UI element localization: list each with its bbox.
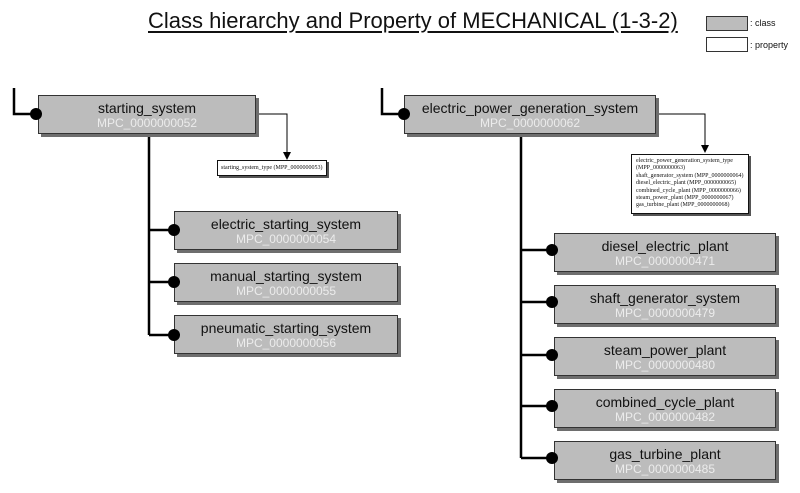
class-name: gas_turbine_plant xyxy=(609,446,721,462)
property-box-electric-power-generation-system: electric_power_generation_system_type (M… xyxy=(631,154,749,214)
left-root-bracket xyxy=(12,88,36,116)
class-box-electric-power-generation-system: electric_power_generation_system MPC_000… xyxy=(404,95,656,134)
diagram-title: Class hierarchy and Property of MECHANIC… xyxy=(148,8,678,33)
class-box-pneumatic-starting-system: pneumatic_starting_system MPC_0000000056 xyxy=(174,315,398,354)
node-dot xyxy=(546,452,558,464)
node-dot xyxy=(546,296,558,308)
property-item: starting_system_type (MPP_0000000053) xyxy=(221,165,323,171)
class-code: MPC_0000000482 xyxy=(614,410,716,424)
property-item: steam_power_plant (MPP_0000000067) xyxy=(636,195,734,202)
property-item: gas_turbine_plant (MPP_0000000068) xyxy=(636,202,730,209)
class-box-electric-starting-system: electric_starting_system MPC_0000000054 xyxy=(174,211,398,250)
right-arrowhead xyxy=(701,145,709,153)
right-property-arrow xyxy=(655,113,706,147)
class-name: starting_system xyxy=(97,100,197,116)
legend-property-swatch xyxy=(706,37,748,52)
class-name: electric_starting_system xyxy=(210,216,362,232)
class-box-gas-turbine-plant: gas_turbine_plant MPC_0000000485 xyxy=(554,441,776,480)
node-dot xyxy=(546,244,558,256)
class-code: MPC_0000000055 xyxy=(235,284,337,298)
node-dot xyxy=(546,349,558,361)
class-name: pneumatic_starting_system xyxy=(200,320,372,336)
class-code: MPC_0000000052 xyxy=(96,116,198,130)
class-code: MPC_0000000054 xyxy=(235,232,337,246)
legend-class-label: : class xyxy=(750,18,776,28)
property-item: electric_power_generation_system_type xyxy=(636,158,733,164)
class-code: MPC_0000000062 xyxy=(479,116,581,130)
class-code: MPC_0000000485 xyxy=(614,462,716,476)
legend-property-label: : property xyxy=(750,40,789,50)
property-item: shaft_generator_system (MPP_0000000064) xyxy=(636,172,744,179)
class-box-starting-system: starting_system MPC_0000000052 xyxy=(38,95,256,134)
property-item: diesel_electric_plant (MPP_0000000065) xyxy=(636,180,737,187)
class-box-combined-cycle-plant: combined_cycle_plant MPC_0000000482 xyxy=(554,389,776,428)
class-code: MPC_0000000479 xyxy=(614,306,716,320)
class-code: MPC_0000000056 xyxy=(235,336,337,350)
node-dot xyxy=(168,224,180,236)
left-arrowhead xyxy=(283,152,291,160)
property-box-starting-system: starting_system_type (MPP_0000000053) xyxy=(217,160,327,176)
class-box-diesel-electric-plant: diesel_electric_plant MPC_0000000471 xyxy=(554,233,776,272)
left-property-arrow xyxy=(255,113,288,153)
class-name: steam_power_plant xyxy=(603,342,727,358)
node-dot xyxy=(30,108,42,120)
node-dot xyxy=(168,276,180,288)
class-box-shaft-generator-system: shaft_generator_system MPC_0000000479 xyxy=(554,285,776,324)
right-root-bracket xyxy=(380,88,404,116)
class-box-manual-starting-system: manual_starting_system MPC_0000000055 xyxy=(174,263,398,302)
legend-class-swatch xyxy=(706,16,748,31)
class-code: MPC_0000000480 xyxy=(614,358,716,372)
property-item: combined_cycle_plant (MPP_0000000066) xyxy=(636,187,741,194)
class-code: MPC_0000000471 xyxy=(614,254,716,268)
node-dot xyxy=(546,400,558,412)
class-name: diesel_electric_plant xyxy=(601,238,729,254)
property-item: (MPP_0000000063) xyxy=(636,165,686,172)
class-name: electric_power_generation_system xyxy=(421,100,639,116)
class-name: combined_cycle_plant xyxy=(595,394,735,410)
class-name: shaft_generator_system xyxy=(589,290,741,306)
class-name: manual_starting_system xyxy=(210,268,362,284)
class-box-steam-power-plant: steam_power_plant MPC_0000000480 xyxy=(554,337,776,376)
node-dot xyxy=(168,329,180,341)
node-dot xyxy=(398,108,410,120)
